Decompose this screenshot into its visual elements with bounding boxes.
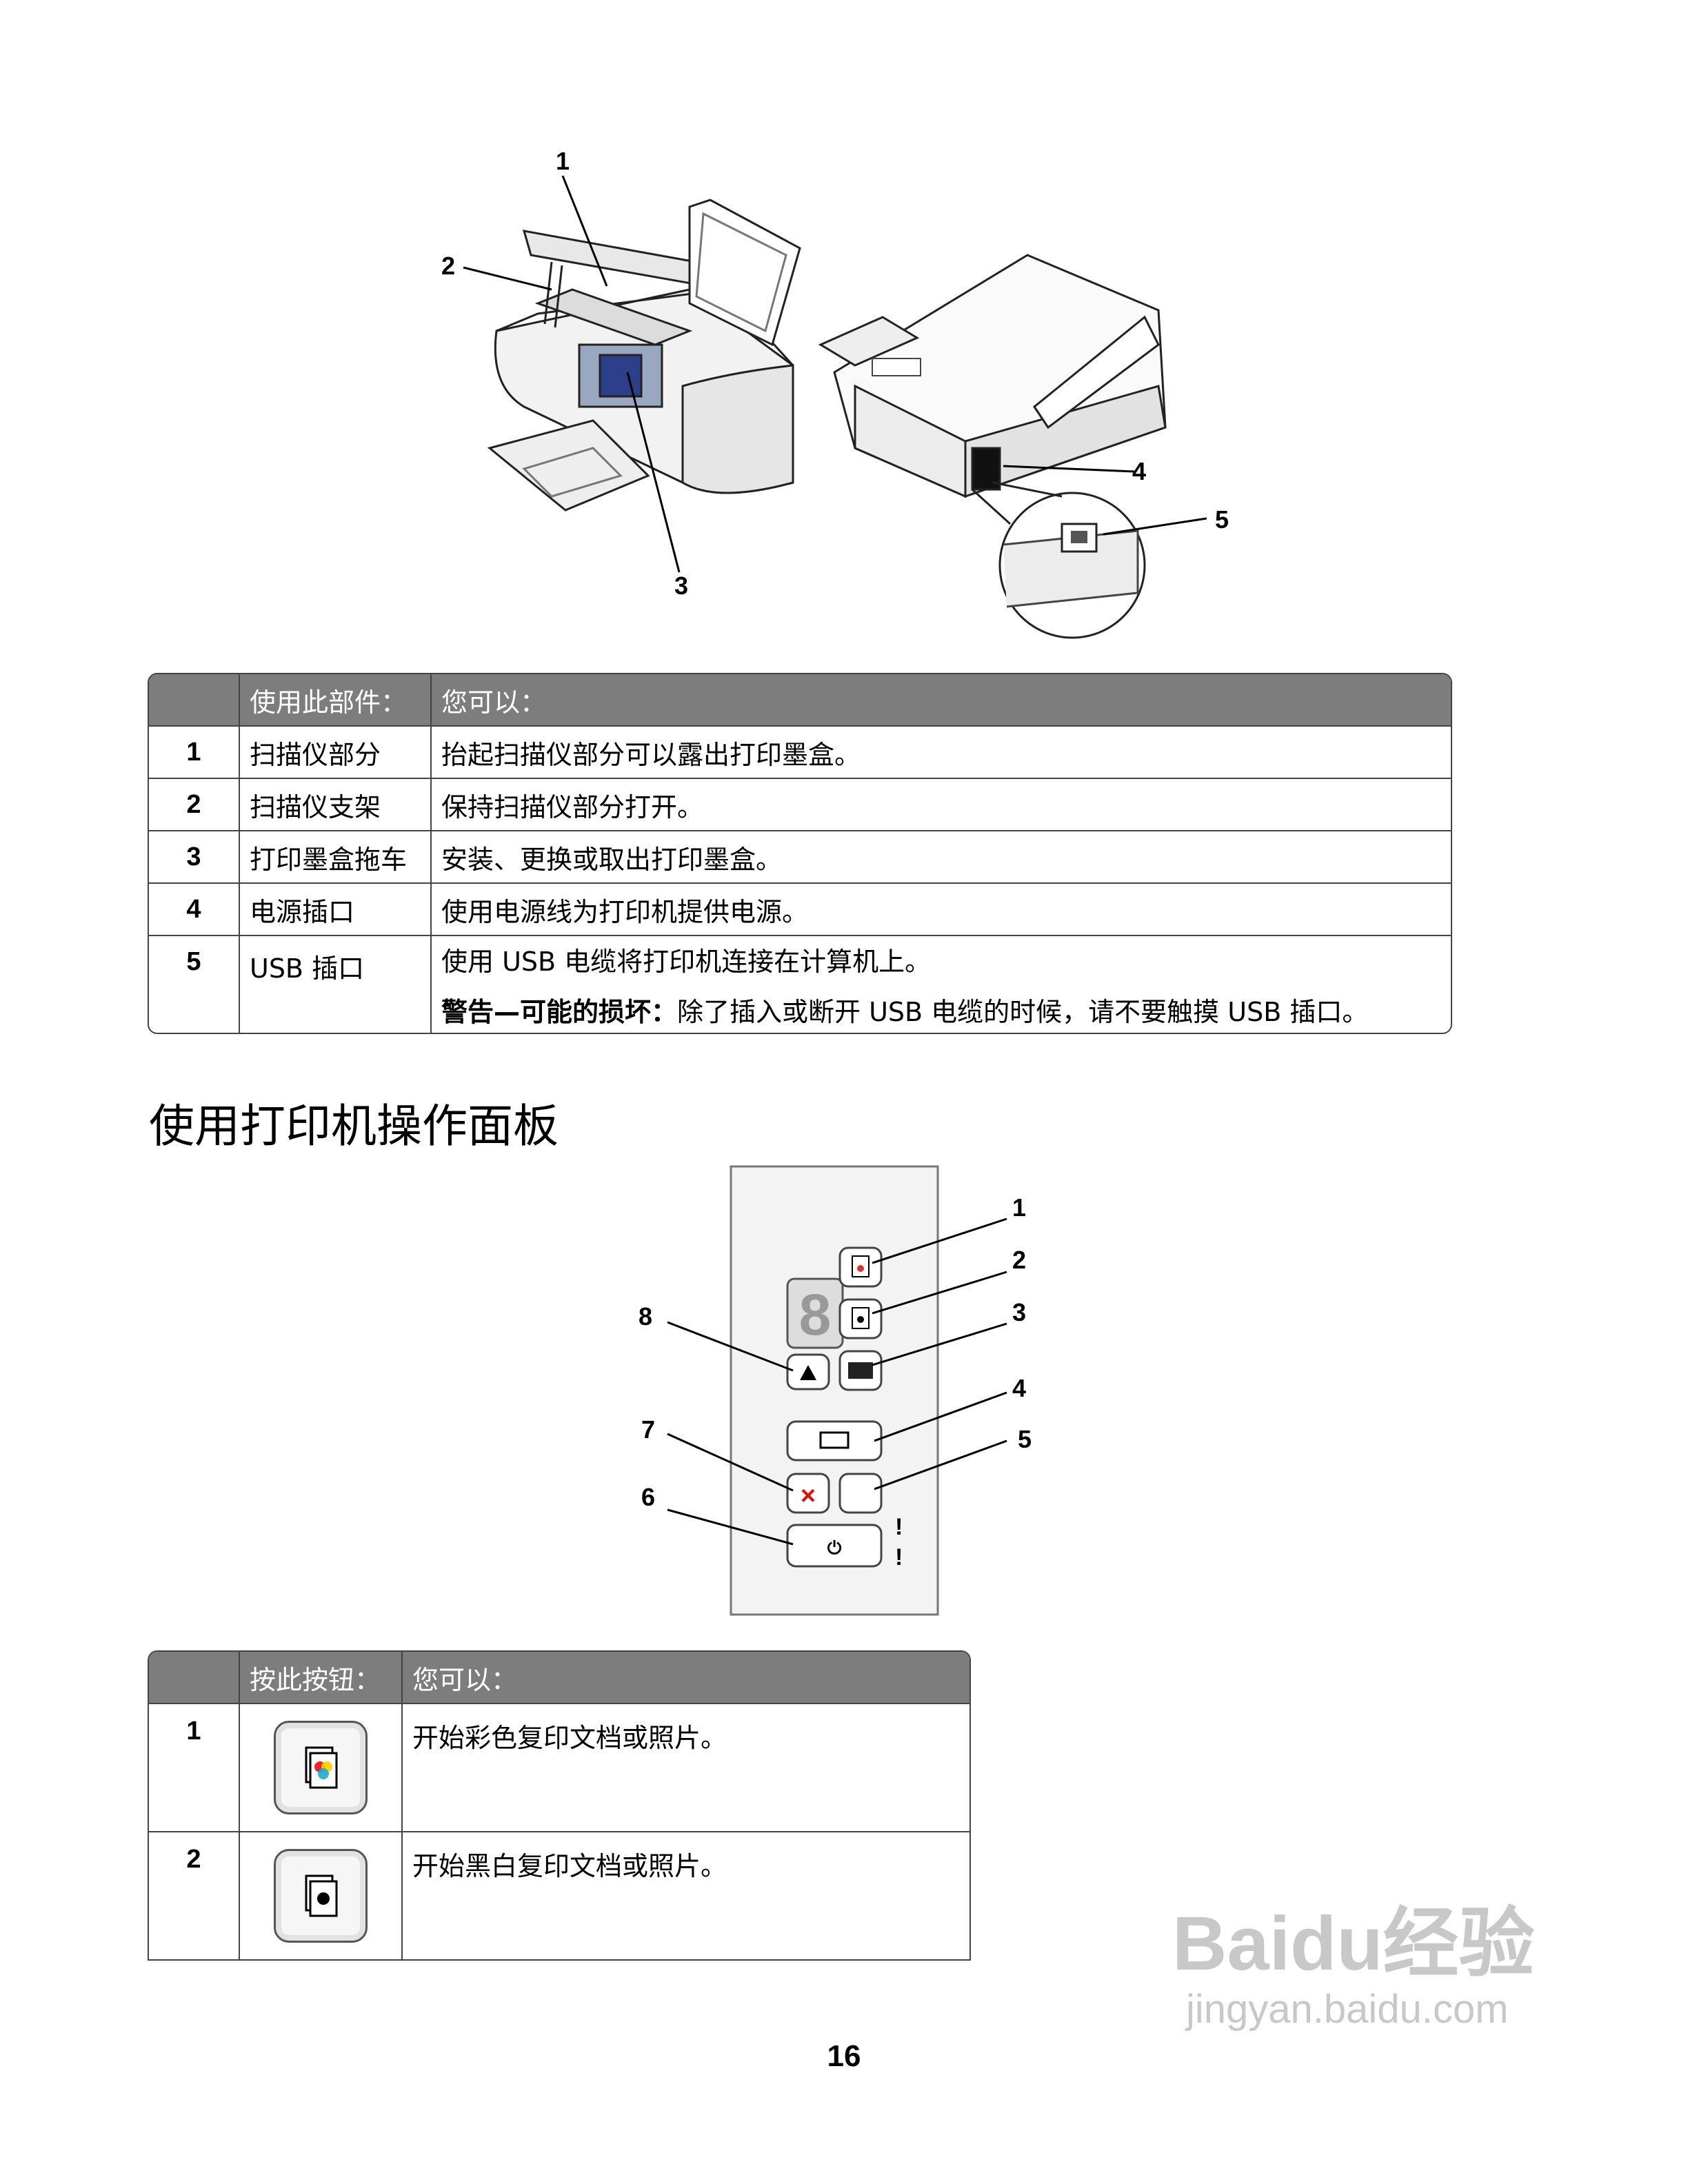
fig2-callout-5: 5 [1018, 1425, 1032, 1453]
page-number: 16 [827, 2039, 861, 2073]
buttons-table: 按此按钮： 您可以： 1 开始彩色复印文档或照片。 2 [148, 1650, 971, 1961]
fig2-callout-6: 6 [641, 1483, 655, 1511]
row-num: 2 [186, 789, 201, 819]
svg-text:!: ! [895, 1544, 903, 1570]
warning-note: 警告—可能的损坏：除了插入或断开 USB 电缆的时候，请不要触摸 USB 插口。 [441, 991, 1368, 1029]
table-row: 2 扫描仪支架 保持扫描仪部分打开。 [149, 778, 1451, 830]
parts-table: 使用此部件： 您可以： 1 扫描仪部分 抬起扫描仪部分可以露出打印墨盒。 2 扫… [148, 673, 1452, 1034]
svg-text:×: × [801, 1482, 816, 1510]
header-desc: 您可以： [430, 674, 1451, 725]
row-desc: 保持扫描仪部分打开。 [430, 779, 1451, 830]
row-part: 电源插口 [239, 884, 430, 935]
row-num: 5 [186, 947, 201, 976]
table-row: 4 电源插口 使用电源线为打印机提供电源。 [149, 882, 1451, 935]
row-part: USB 插口 [239, 936, 430, 1033]
row-num: 2 [186, 1845, 201, 1874]
header-num [149, 1652, 239, 1703]
fig2-callout-3: 3 [1012, 1298, 1026, 1326]
baidu-watermark: Baidu经验 jingyan.baidu.com [1172, 1903, 1586, 2054]
svg-text:!: ! [895, 1514, 903, 1540]
header-button: 按此按钮： [239, 1652, 401, 1703]
scan-button [786, 1420, 883, 1462]
warning-label: 警告—可能的损坏： [441, 997, 678, 1027]
header-num [149, 674, 239, 725]
printer-open-view [487, 199, 801, 512]
table-row: 1 开始彩色复印文档或照片。 [149, 1703, 969, 1831]
row-num: 1 [186, 737, 201, 767]
cancel-button [786, 1473, 830, 1514]
operator-panel-figure: 8 × ⏻ ! ! 1 2 3 4 5 6 7 8 [639, 1165, 1032, 1616]
watermark-brand: Baidu经验 [1172, 1901, 1535, 1986]
power-button [786, 1524, 883, 1568]
row-desc: 抬起扫描仪部分可以露出打印墨盒。 [430, 727, 1451, 778]
svg-text:8: 8 [799, 1282, 832, 1347]
color-copy-icon [274, 1721, 368, 1814]
header-part: 使用此部件： [239, 674, 430, 725]
printer-rear-view [818, 254, 1167, 639]
warning-text: 除了插入或断开 USB 电缆的时候，请不要触摸 USB 插口。 [677, 997, 1369, 1027]
fig1-callout-2: 2 [441, 252, 455, 280]
row-part: 打印墨盒拖车 [239, 831, 430, 882]
table-header: 按此按钮： 您可以： [149, 1652, 969, 1703]
fig2-callout-2: 2 [1012, 1246, 1026, 1274]
printer-figure: 1 2 3 4 5 [441, 147, 1229, 639]
table-row: 5 USB 插口 使用 USB 电缆将打印机连接在计算机上。 警告—可能的损坏：… [149, 935, 1451, 1033]
table-row: 3 打印墨盒拖车 安装、更换或取出打印墨盒。 [149, 830, 1451, 882]
header-desc: 您可以： [401, 1652, 969, 1703]
row-desc: 开始黑白复印文档或照片。 [401, 1832, 969, 1959]
fig1-callout-3: 3 [674, 572, 688, 600]
fig1-callout-5: 5 [1215, 505, 1229, 534]
section-title: 使用打印机操作面板 [149, 1100, 559, 1153]
fig2-callout-1: 1 [1012, 1193, 1026, 1222]
row-part: 扫描仪支架 [239, 779, 430, 830]
fig2-callout-7: 7 [641, 1415, 655, 1444]
table-header: 使用此部件： 您可以： [149, 674, 1451, 725]
black-copy-icon [274, 1849, 368, 1943]
watermark-url: jingyan.baidu.com [1186, 1987, 1509, 2032]
fig2-callout-4: 4 [1012, 1374, 1026, 1402]
row-num: 3 [186, 842, 201, 871]
row-desc: 使用电源线为打印机提供电源。 [430, 884, 1451, 935]
table-row: 1 扫描仪部分 抬起扫描仪部分可以露出打印墨盒。 [149, 725, 1451, 778]
row-num: 1 [186, 1717, 201, 1746]
row-num: 4 [186, 894, 201, 924]
svg-text:⏻: ⏻ [827, 1537, 842, 1558]
row-desc: 开始彩色复印文档或照片。 [401, 1704, 969, 1831]
row-icon-cell [239, 1832, 401, 1959]
paper-feed-button [838, 1473, 883, 1514]
row-desc-block: 使用 USB 电缆将打印机连接在计算机上。 警告—可能的损坏：除了插入或断开 U… [430, 936, 1451, 1033]
row-icon-cell [239, 1704, 401, 1831]
row-desc: 使用 USB 电缆将打印机连接在计算机上。 [441, 947, 932, 977]
fig2-callout-8: 8 [639, 1302, 652, 1331]
row-desc: 安装、更换或取出打印墨盒。 [430, 831, 1451, 882]
table-row: 2 开始黑白复印文档或照片。 [149, 1831, 969, 1959]
fig1-callout-4: 4 [1132, 457, 1146, 485]
fig1-callout-1: 1 [556, 147, 570, 175]
row-part: 扫描仪部分 [239, 727, 430, 778]
